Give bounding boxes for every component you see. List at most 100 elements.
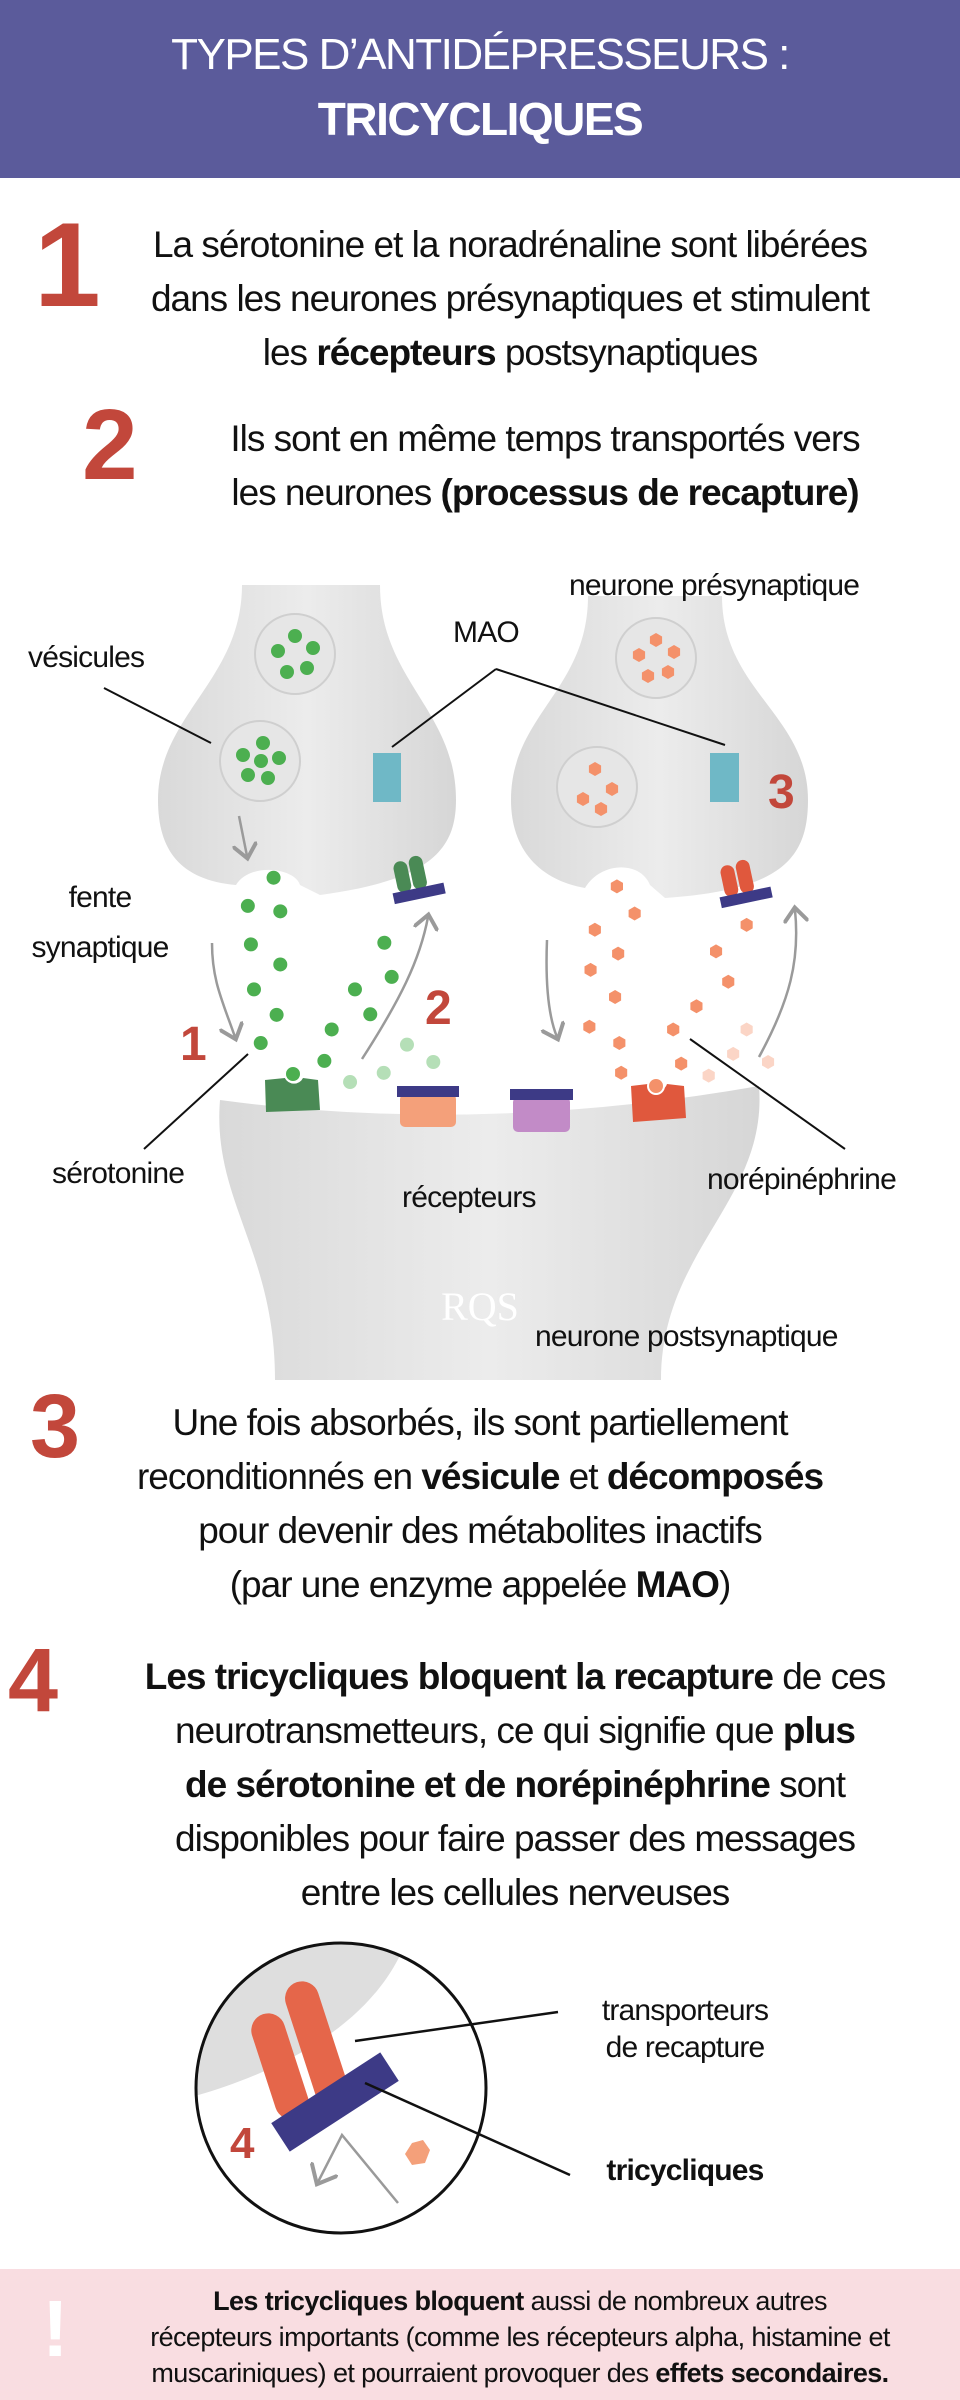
step-1-line-2: dans les neurones présynaptiques et stim…: [150, 278, 870, 319]
step-4-line-1: Les tricycliques bloquent la recapture d…: [144, 1656, 887, 1697]
serotonin-molecule: [284, 1065, 302, 1083]
step-4-line-2: neurotransmetteurs, ce qui signifie que …: [175, 1710, 856, 1751]
rqs-logo: RQS: [441, 1284, 519, 1329]
norepinephrine-molecule: [583, 1019, 596, 1034]
serotonin-molecule: [272, 751, 286, 765]
step-2-text: Ils sont en même temps transportés vers …: [170, 412, 920, 520]
norepinephrine-molecule: [762, 1055, 775, 1069]
blocked-reuptake-arrow-icon: [318, 2132, 399, 2204]
serotonin-molecule: [376, 1065, 391, 1080]
norepinephrine-molecule: [649, 633, 663, 647]
serotonin-molecule: [347, 982, 362, 997]
label-cleft-1: fente: [69, 881, 132, 914]
step-4-line-4: disponibles pour faire passer des messag…: [175, 1818, 856, 1859]
release-arrow-icon: [239, 815, 247, 856]
label-mao: MAO: [453, 616, 519, 649]
norepinephrine-molecule: [605, 782, 619, 796]
serotonin-molecule: [426, 1055, 441, 1069]
step-3-line-4: (par une enzyme appelée MAO): [229, 1564, 732, 1605]
label-transporters-1: transporteurs: [602, 1994, 768, 2027]
step-2-number: 2: [82, 389, 138, 501]
marker-1: 1: [180, 1018, 207, 1071]
warning-line-3: muscariniques) et pourraient provoquer d…: [151, 2358, 889, 2388]
mao-enzyme: [373, 753, 401, 802]
reuptake-transporter-serotonin: [392, 855, 446, 905]
step-1-number: 1: [34, 198, 101, 332]
norepinephrine-molecule: [740, 917, 753, 932]
norepinephrine-molecule: [594, 802, 608, 816]
norepinephrine-receptor: [631, 1084, 686, 1122]
title-line-2: TRICYCLIQUES: [317, 93, 644, 145]
tricyclic-blocker: [271, 2052, 399, 2152]
mao-enzyme: [710, 753, 739, 802]
marker-2: 2: [425, 982, 452, 1035]
norepinephrine-molecule: [661, 665, 675, 679]
serotonin-molecule: [266, 870, 281, 885]
step-1-text: La sérotonine et la noradrénaline sont l…: [90, 218, 930, 380]
step-3-line-2: reconditionnés en vésicule et décomposés: [136, 1456, 824, 1497]
reuptake-transporter: [251, 1981, 349, 2120]
serotonin-molecule: [399, 1037, 414, 1052]
reuptake-arrow-icon: [757, 910, 796, 1058]
step-2-line-2: les neurones (processus de recapture): [231, 472, 859, 513]
norepinephrine-molecule: [588, 762, 602, 776]
label-presynaptic-neuron: neurone présynaptique: [569, 569, 859, 602]
warning-line-2: récepteurs importants (comme les récepte…: [150, 2322, 890, 2352]
serotonin-molecule: [236, 748, 250, 762]
vesicle: [556, 746, 638, 828]
serotonin-molecule: [261, 771, 275, 785]
step-3-line-1: Une fois absorbés, ils sont partiellemen…: [172, 1402, 788, 1443]
norepinephrine-molecule: [710, 944, 723, 959]
serotonin-molecule: [324, 1022, 339, 1037]
serotonin-molecule: [273, 957, 288, 972]
norepinephrine-molecule: [610, 879, 623, 894]
step-3-number: 3: [30, 1377, 81, 1477]
label-norepinephrine: norépinéphrine: [707, 1163, 896, 1196]
step-4-text: Les tricycliques bloquent la recapture d…: [85, 1650, 945, 1920]
warning-box: ! Les tricycliques bloquent aussi de nom…: [0, 2269, 960, 2400]
step-2-line-1: Ils sont en même temps transportés vers: [230, 418, 860, 459]
serotonin-molecule: [300, 661, 314, 675]
postsynaptic-neuron: [219, 1086, 760, 1380]
norepinephrine-molecule: [588, 922, 601, 937]
release-arrow-icon: [210, 942, 235, 1037]
norepinephrine-molecule: [609, 990, 622, 1004]
label-cleft-2: synaptique: [31, 931, 168, 964]
label-transporters-2: de recapture: [606, 2031, 765, 2064]
step-3-line-3: pour devenir des métabolites inactifs: [198, 1510, 763, 1551]
norepinephrine-molecule: [667, 1022, 680, 1037]
norepinephrine-molecule: [576, 792, 590, 806]
serotonin-molecule: [253, 1036, 268, 1051]
norepinephrine-molecule: [702, 1068, 715, 1083]
blocked-receptor-orange: [397, 1086, 459, 1127]
norepinephrine-molecule: [740, 1022, 753, 1037]
vesicle: [615, 617, 697, 699]
norepinephrine-molecule: [727, 1046, 740, 1061]
label-receptors: récepteurs: [402, 1181, 536, 1214]
synapse-diagram: 1 2 3 neurone présynaptique MAO vésicule…: [28, 569, 897, 1380]
norepinephrine-molecule: [613, 1036, 626, 1050]
norepinephrine-molecule: [690, 999, 703, 1014]
label-serotonin: sérotonine: [52, 1157, 184, 1190]
serotonin-receptor: [265, 1078, 320, 1112]
norepinephrine-molecule: [667, 645, 681, 659]
warning-text: Les tricycliques bloquent aussi de nombr…: [110, 2283, 930, 2391]
label-vesicles: vésicules: [28, 641, 144, 674]
norepinephrine-molecule: [615, 1065, 628, 1080]
norepinephrine-molecule: [584, 962, 597, 977]
step-1-line-1: La sérotonine et la noradrénaline sont l…: [152, 224, 868, 265]
reuptake-arrow-icon: [360, 917, 428, 1060]
serotonin-molecule: [343, 1075, 358, 1090]
exclamation-icon: !: [42, 2284, 69, 2373]
serotonin-molecule: [241, 768, 255, 782]
warning-line-1: Les tricycliques bloquent aussi de nombr…: [213, 2286, 827, 2316]
label-tricyclics: tricycliques: [606, 2154, 763, 2187]
norepinephrine-molecule: [612, 946, 625, 961]
step-4-line-3: de sérotonine et de norépinéphrine sont: [184, 1764, 846, 1805]
marker-3: 3: [768, 766, 795, 819]
neurotransmitter-molecule: [405, 2140, 430, 2165]
norepinephrine-molecule: [722, 974, 735, 989]
step-4-number: 4: [8, 1631, 59, 1731]
serotonin-molecule: [384, 969, 399, 984]
serotonin-molecule: [256, 736, 270, 750]
